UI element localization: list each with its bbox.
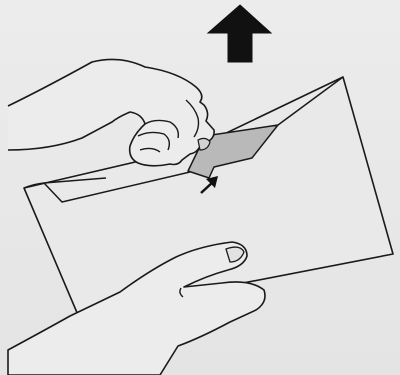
upper-hand — [8, 59, 214, 165]
up-arrow-icon — [208, 5, 271, 62]
upper-hand-outline — [8, 59, 214, 165]
